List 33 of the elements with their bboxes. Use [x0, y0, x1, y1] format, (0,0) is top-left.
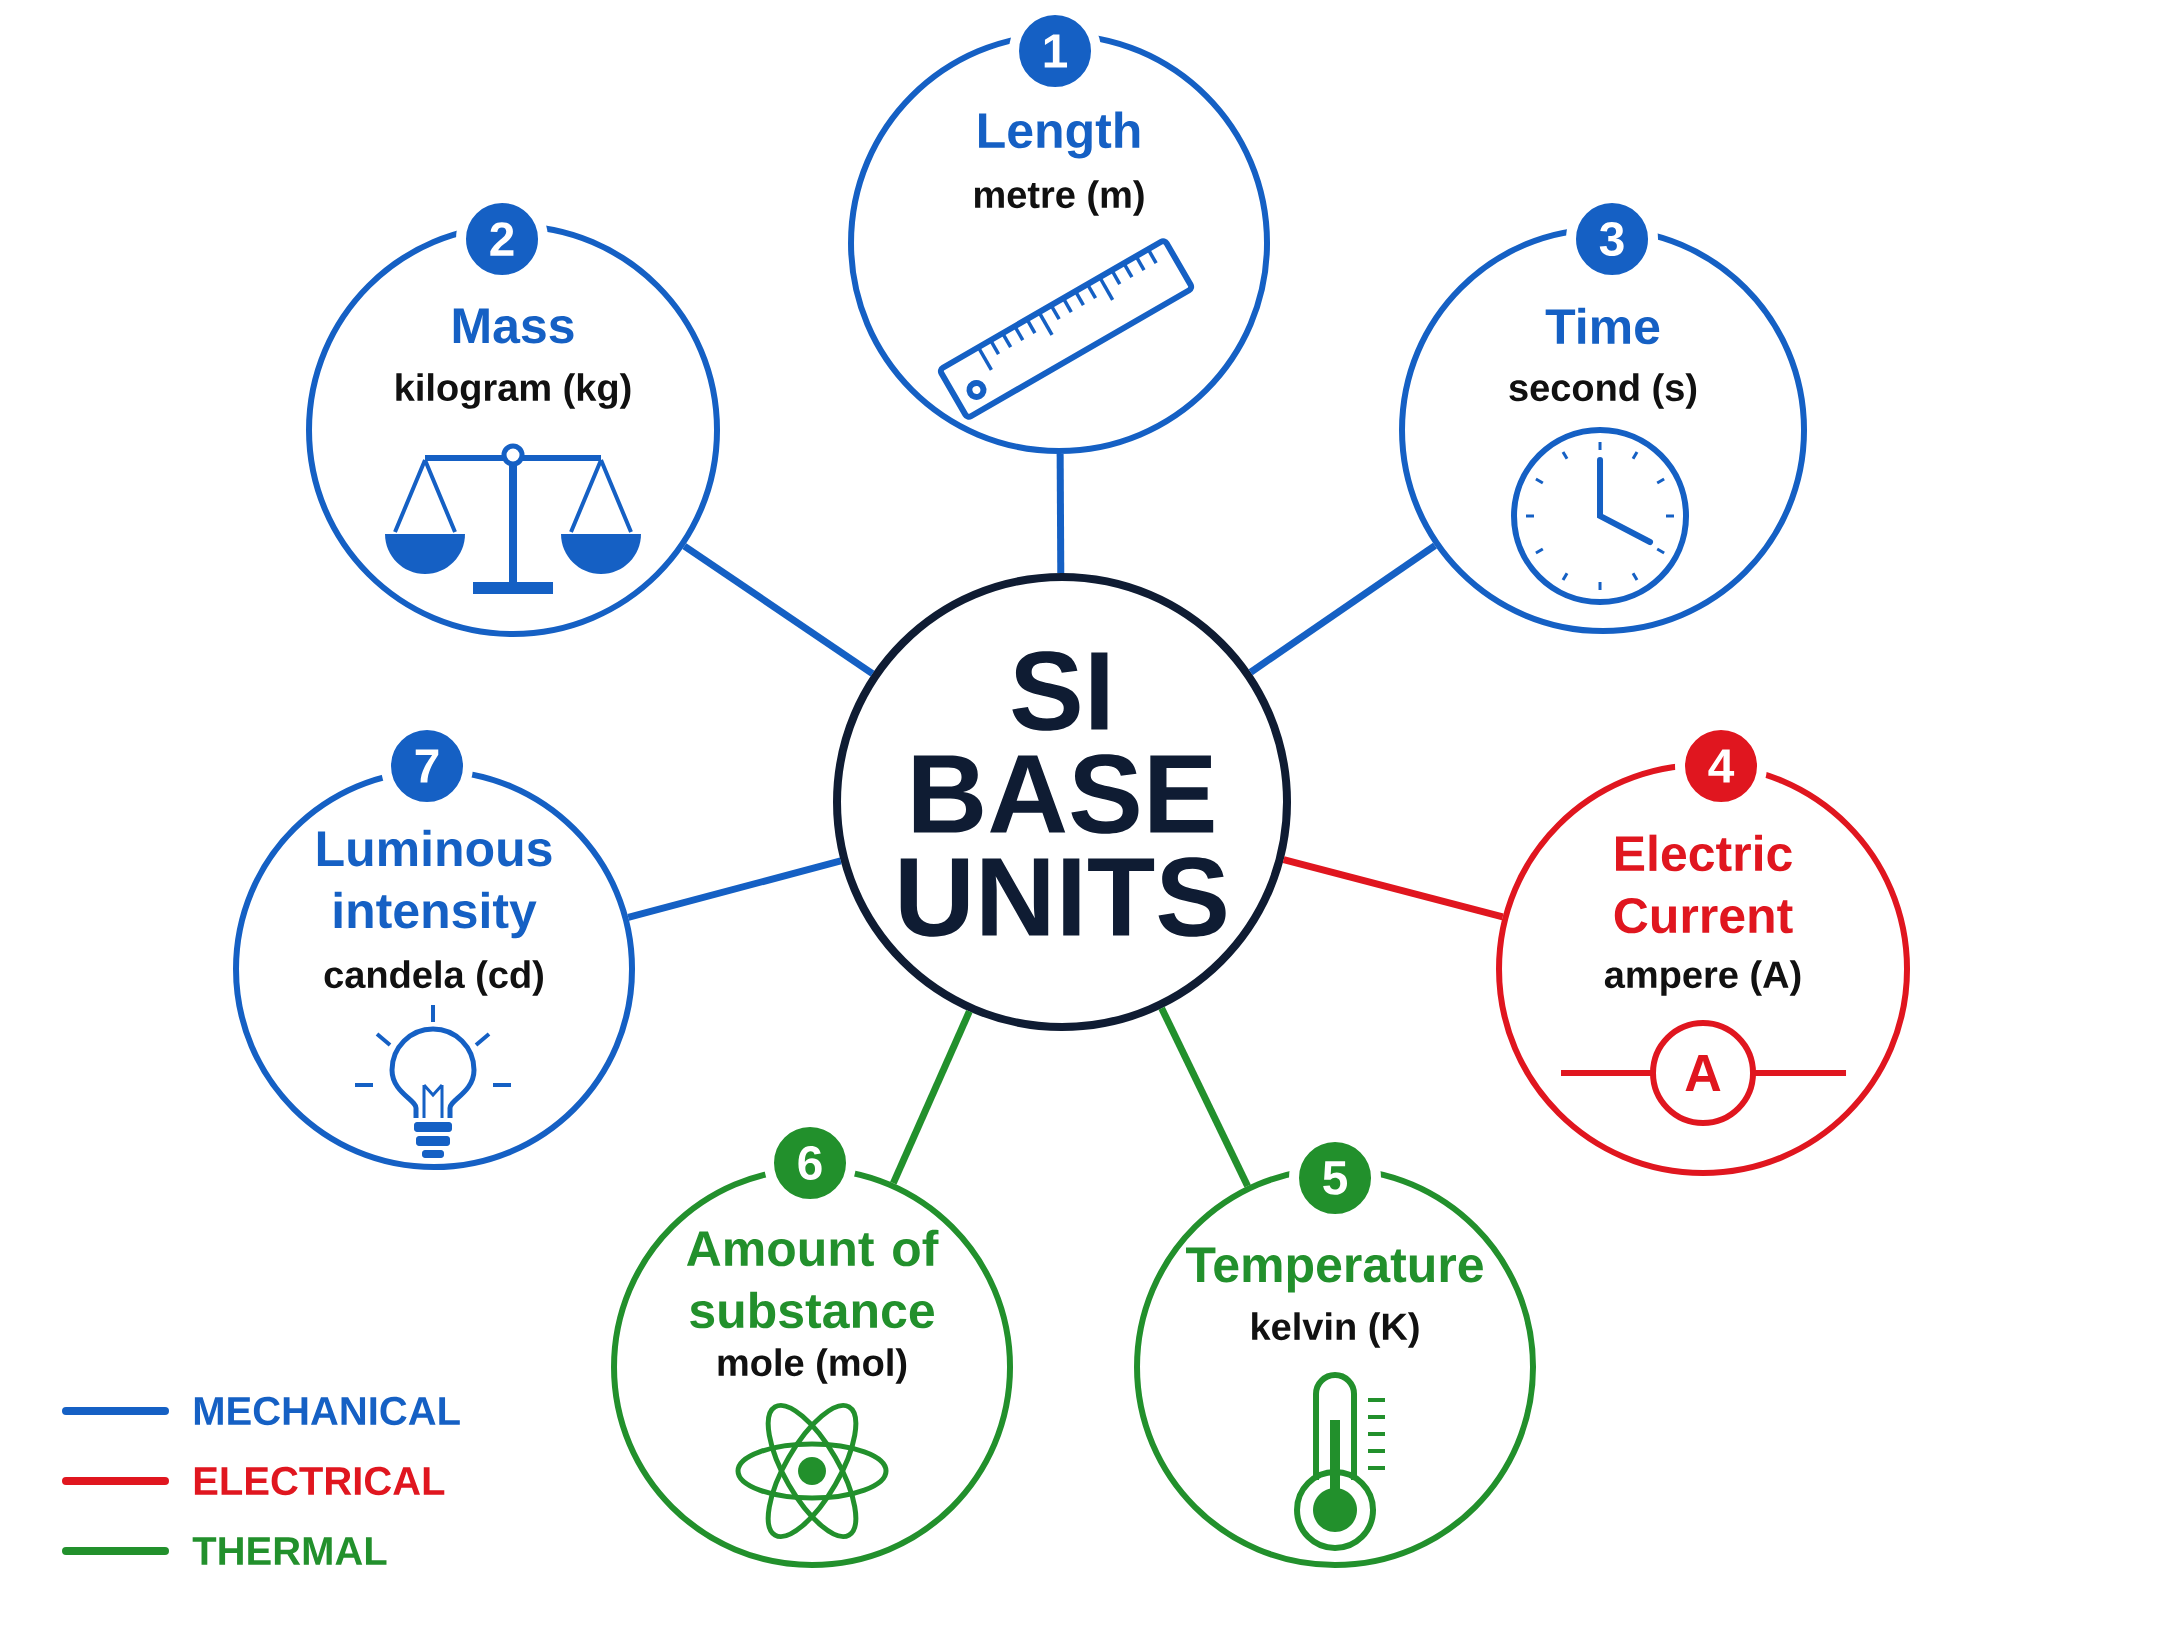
- number-badge: 7: [381, 720, 473, 812]
- unit-symbol: second (s): [1509, 373, 1697, 409]
- connector-line: [1248, 542, 1437, 676]
- unit-name: Temperature: [1186, 1247, 1483, 1293]
- connector-line: [1056, 453, 1065, 574]
- number-badge: 5: [1289, 1132, 1381, 1224]
- unit-name: Length: [979, 111, 1140, 159]
- connector-line: [1282, 856, 1504, 921]
- number-badge: 1: [1009, 5, 1101, 97]
- connector-line: [1158, 1006, 1251, 1188]
- unit-symbol: ampere (A): [1604, 960, 1801, 996]
- unit-name: Amount of substance: [686, 1229, 939, 1329]
- number-badge: 4: [1675, 720, 1767, 812]
- unit-name: Luminous intensity: [317, 829, 552, 939]
- legend-label: MECHANICAL: [194, 1396, 460, 1426]
- connector-line: [627, 857, 842, 921]
- legend-label: THERMAL: [192, 1537, 387, 1565]
- number-badge: 3: [1566, 193, 1658, 285]
- symbol-letter: A: [1685, 1055, 1721, 1091]
- legend-label: ELECTRICAL: [194, 1466, 445, 1496]
- connector-line: [890, 1010, 973, 1185]
- center-title: SI BASE UNITS: [900, 651, 1226, 937]
- unit-name: Mass: [453, 308, 574, 344]
- unit-symbol: candela (cd): [324, 960, 543, 996]
- number-badge: 2: [456, 193, 548, 285]
- unit-name: Electric Current: [1614, 834, 1793, 934]
- unit-symbol: mole (mol): [718, 1348, 907, 1384]
- unit-symbol: kelvin (K): [1252, 1312, 1419, 1348]
- unit-name: Time: [1545, 307, 1660, 345]
- number-badge: 6: [764, 1117, 856, 1209]
- unit-symbol: metre (m): [974, 180, 1144, 216]
- connector-line: [682, 543, 875, 677]
- unit-symbol: kilogram (kg): [396, 373, 631, 409]
